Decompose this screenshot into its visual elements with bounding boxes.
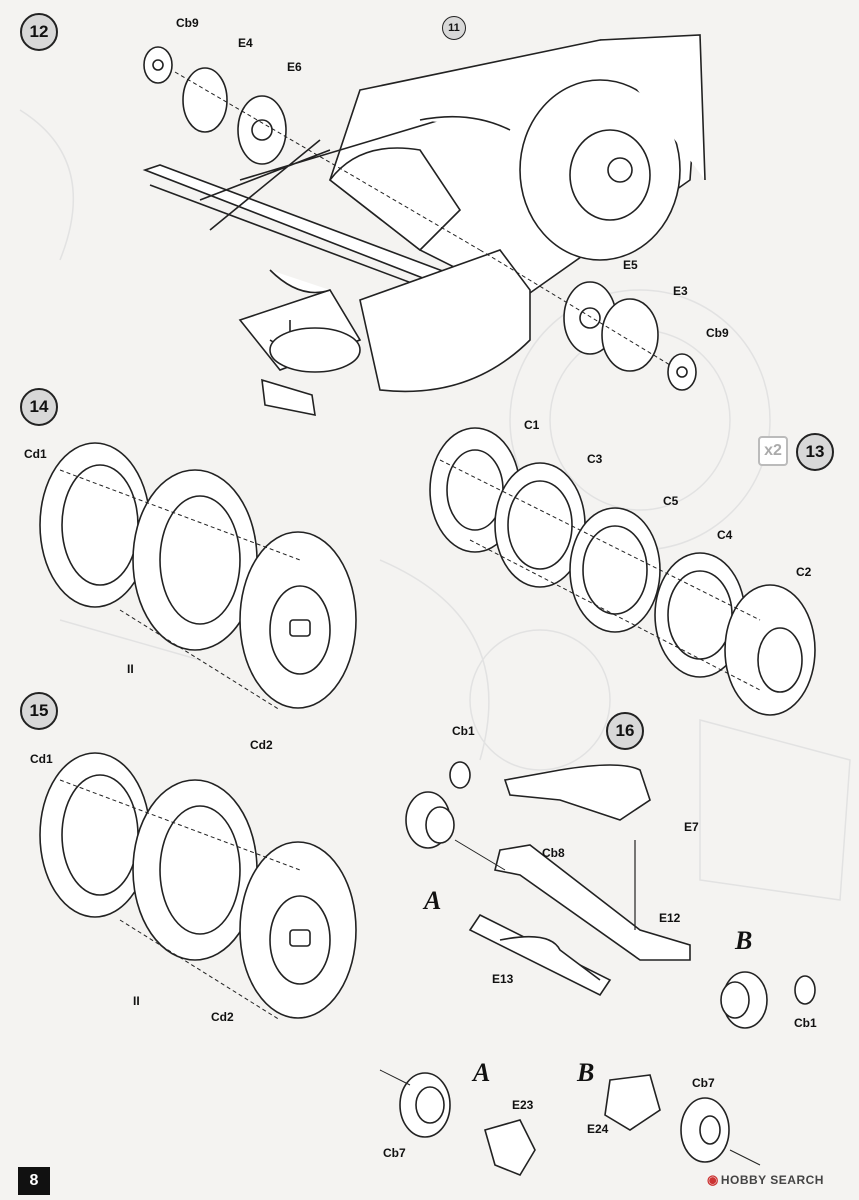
part-label-e3: E3 (673, 284, 688, 298)
part-label-e7: E7 (684, 820, 699, 834)
part-label-c5: C5 (663, 494, 679, 508)
part-label-e24: E24 (587, 1122, 609, 1136)
step-badge-16: 16 (606, 712, 644, 750)
step-badge-12: 12 (20, 13, 58, 51)
part-label-cd2-step14: Cd2 (250, 738, 273, 752)
watermark-text: HOBBY SEARCH (720, 1173, 824, 1187)
step12-axle-parts (143, 46, 697, 391)
part-label-cb7-a: Cb7 (383, 1146, 406, 1160)
part-label-c1: C1 (524, 418, 540, 432)
detail-label-b: B (577, 1058, 595, 1087)
detail-b-parts (604, 1074, 761, 1166)
detail-a-parts (379, 1069, 536, 1176)
part-label-e13: E13 (492, 972, 514, 986)
part-label-e23: E23 (512, 1098, 534, 1112)
part-label-ii-step15: II (133, 994, 140, 1008)
part-label-cb7-b: Cb7 (692, 1076, 715, 1090)
step-badge-14: 14 (20, 388, 58, 426)
chassis-drawing (142, 34, 706, 417)
hobbysearch-watermark: ◉HOBBY SEARCH (707, 1172, 824, 1188)
part-label-cd1-step14: Cd1 (24, 447, 47, 461)
multiplier-badge: x2 (758, 436, 788, 466)
subassembly-label-a: A (424, 886, 442, 915)
page-number: 8 (18, 1167, 50, 1195)
part-label-ii-step14: II (127, 662, 134, 676)
part-label-cb1-right: Cb1 (794, 1016, 817, 1030)
part-label-e5: E5 (623, 258, 638, 272)
step-badge-13: 13 (796, 433, 834, 471)
step16-front-axle (405, 761, 816, 1029)
part-label-c2: C2 (796, 565, 812, 579)
part-label-cb1-top: Cb1 (452, 724, 475, 738)
subassembly-label-b: B (735, 926, 753, 955)
part-label-c3: C3 (587, 452, 603, 466)
part-label-c4: C4 (717, 528, 733, 542)
part-label-e6: E6 (287, 60, 302, 74)
part-label-e12: E12 (659, 911, 681, 925)
subassembly-11-badge: 11 (442, 16, 466, 40)
part-label-cb9-top: Cb9 (176, 16, 199, 30)
part-label-e4: E4 (238, 36, 253, 50)
step14-wheel-parts (39, 442, 357, 711)
part-label-cd1-step15: Cd1 (30, 752, 53, 766)
hobbysearch-logo-icon: ◉ (707, 1172, 719, 1187)
step13-disc-stack (429, 427, 816, 716)
part-label-cb8: Cb8 (542, 846, 565, 860)
detail-label-a: A (473, 1058, 491, 1087)
part-label-cd2-step15: Cd2 (211, 1010, 234, 1024)
step15-wheel-parts (39, 752, 357, 1021)
step-badge-15: 15 (20, 692, 58, 730)
part-label-cb9-bottom: Cb9 (706, 326, 729, 340)
